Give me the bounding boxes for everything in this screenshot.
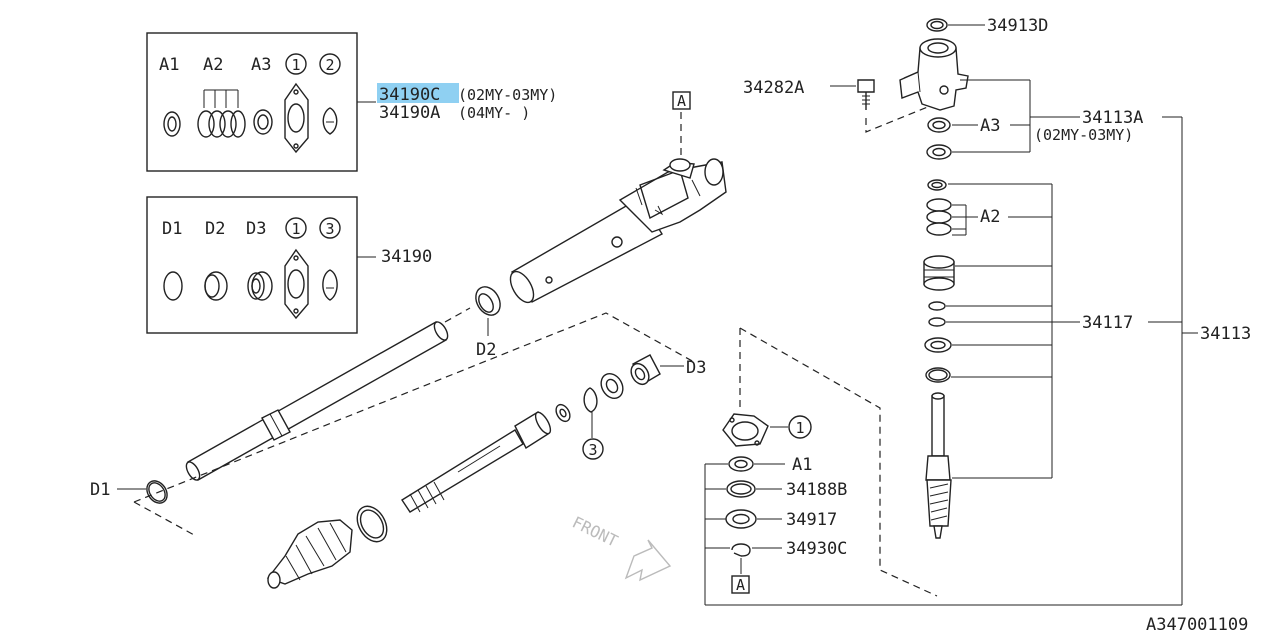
callout-34282A: 34282A <box>743 78 804 98</box>
d1-oring: D1 <box>90 480 168 504</box>
kit-d-header-d3: D3 <box>246 219 266 239</box>
callout-34113A: 34113A <box>1082 108 1143 128</box>
callout-34117: 34117 <box>1082 313 1133 333</box>
callout-a1: A1 <box>792 455 812 475</box>
gearbox-housing: A <box>509 91 727 304</box>
kit-d-header-d2: D2 <box>205 219 225 239</box>
kit-d-header-circle-1: 1 <box>291 220 300 238</box>
rack-shaft <box>185 321 449 481</box>
callout-34913D: 34913D <box>987 16 1048 36</box>
d2-bushing: D2 <box>444 286 501 360</box>
part-number-34190A[interactable]: 34190A <box>379 103 440 123</box>
front-label: FRONT <box>569 513 621 551</box>
tie-rod <box>401 410 552 513</box>
selected-part-highlight <box>377 83 459 103</box>
part-range-34190C: (02MY-03MY) <box>458 86 557 104</box>
part-number-34190[interactable]: 34190 <box>381 247 432 267</box>
callout-34113A-range: (02MY-03MY) <box>1034 126 1133 144</box>
callout-d2: D2 <box>476 340 496 360</box>
kit-a-header-a2: A2 <box>203 55 223 75</box>
kit-a-header-circle-1: 1 <box>291 56 300 74</box>
diagram-image-code: A347001109 <box>1146 615 1248 635</box>
part-number-34190C[interactable]: 34190C <box>379 85 440 105</box>
tie-rod-washers: 3 D3 <box>555 354 706 460</box>
callout-34917: 34917 <box>786 510 837 530</box>
callout-circle-1: 1 <box>795 419 804 437</box>
callout-34930C: 34930C <box>786 539 847 559</box>
kit-a-part-numbers: 34190C (02MY-03MY) 34190A (04MY- ) <box>377 83 557 123</box>
kit-d-box: D1 D2 D3 1 3 34190 <box>146 196 432 334</box>
callout-a3: A3 <box>980 116 1000 136</box>
callout-34188B: 34188B <box>786 480 847 500</box>
callout-circle-3: 3 <box>588 441 597 459</box>
kit-a-header-a3: A3 <box>251 55 271 75</box>
front-direction-indicator: FRONT <box>569 513 672 582</box>
callout-d3: D3 <box>686 358 706 378</box>
kit-a-box: A1 A2 A3 1 2 <box>146 32 376 172</box>
lower-seals: 1 A1 34188B 34917 34930C A <box>704 413 847 605</box>
ref-a-top: A <box>677 92 686 110</box>
part-range-34190A: (04MY- ) <box>458 104 530 122</box>
steering-boot <box>266 505 388 589</box>
callout-34113: 34113 <box>1200 324 1251 344</box>
ref-a-bottom: A <box>736 576 745 594</box>
kit-a-header-circle-2: 2 <box>325 56 334 74</box>
kit-d-header-d1: D1 <box>162 219 182 239</box>
kit-a-header-a1: A1 <box>159 55 179 75</box>
pinion-assembly: 34913D 34282A A3 34113A (02MY-03MY) <box>705 16 1251 606</box>
callout-a2: A2 <box>980 207 1000 227</box>
callout-d1: D1 <box>90 480 110 500</box>
kit-d-header-circle-3: 3 <box>325 220 334 238</box>
